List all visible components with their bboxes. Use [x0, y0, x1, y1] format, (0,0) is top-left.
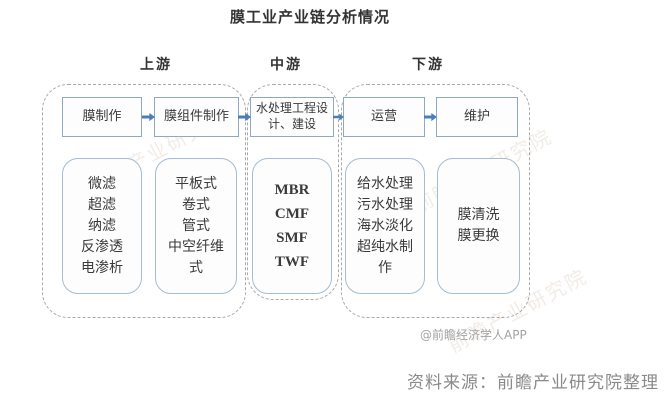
flow-arrow-icon [142, 112, 155, 122]
process-box-module-making: 膜组件制作 [154, 97, 239, 137]
item-box-module-types: 平板式 卷式 管式 中空纤维 式 [155, 158, 237, 294]
process-box-membrane-making: 膜制作 [62, 97, 142, 137]
process-box-operation: 运营 [343, 97, 425, 137]
midstream-group-outline [247, 84, 339, 300]
section-label-upstream: 上游 [140, 57, 172, 73]
flow-arrow-icon [424, 112, 437, 122]
item-box-membrane-types: 微滤 超滤 纳滤 反渗透 电渗析 [62, 158, 142, 294]
diagram-title: 膜工业产业链分析情况 [229, 8, 390, 26]
flow-arrow-icon [333, 113, 344, 121]
section-label-midstream: 中游 [270, 57, 302, 73]
section-label-downstream: 下游 [412, 57, 444, 73]
item-box-process-acronyms: MBR CMF SMF TWF [252, 158, 332, 294]
process-box-maintenance: 维护 [436, 97, 518, 137]
item-box-maintenance-services: 膜清洗 膜更换 [437, 158, 520, 294]
downstream-group-outline [341, 84, 530, 318]
attribution-text: @前瞻经济学人APP [420, 328, 527, 342]
item-box-operation-applications: 给水处理 污水处理 海水淡化 超纯水制 作 [345, 158, 425, 294]
upstream-group-outline [42, 84, 246, 318]
flow-arrow-icon [238, 112, 251, 122]
source-note: 资料来源：前瞻产业研究院整理 [407, 373, 659, 393]
process-box-water-engineering: 水处理工程设 计、建设 [250, 97, 334, 137]
